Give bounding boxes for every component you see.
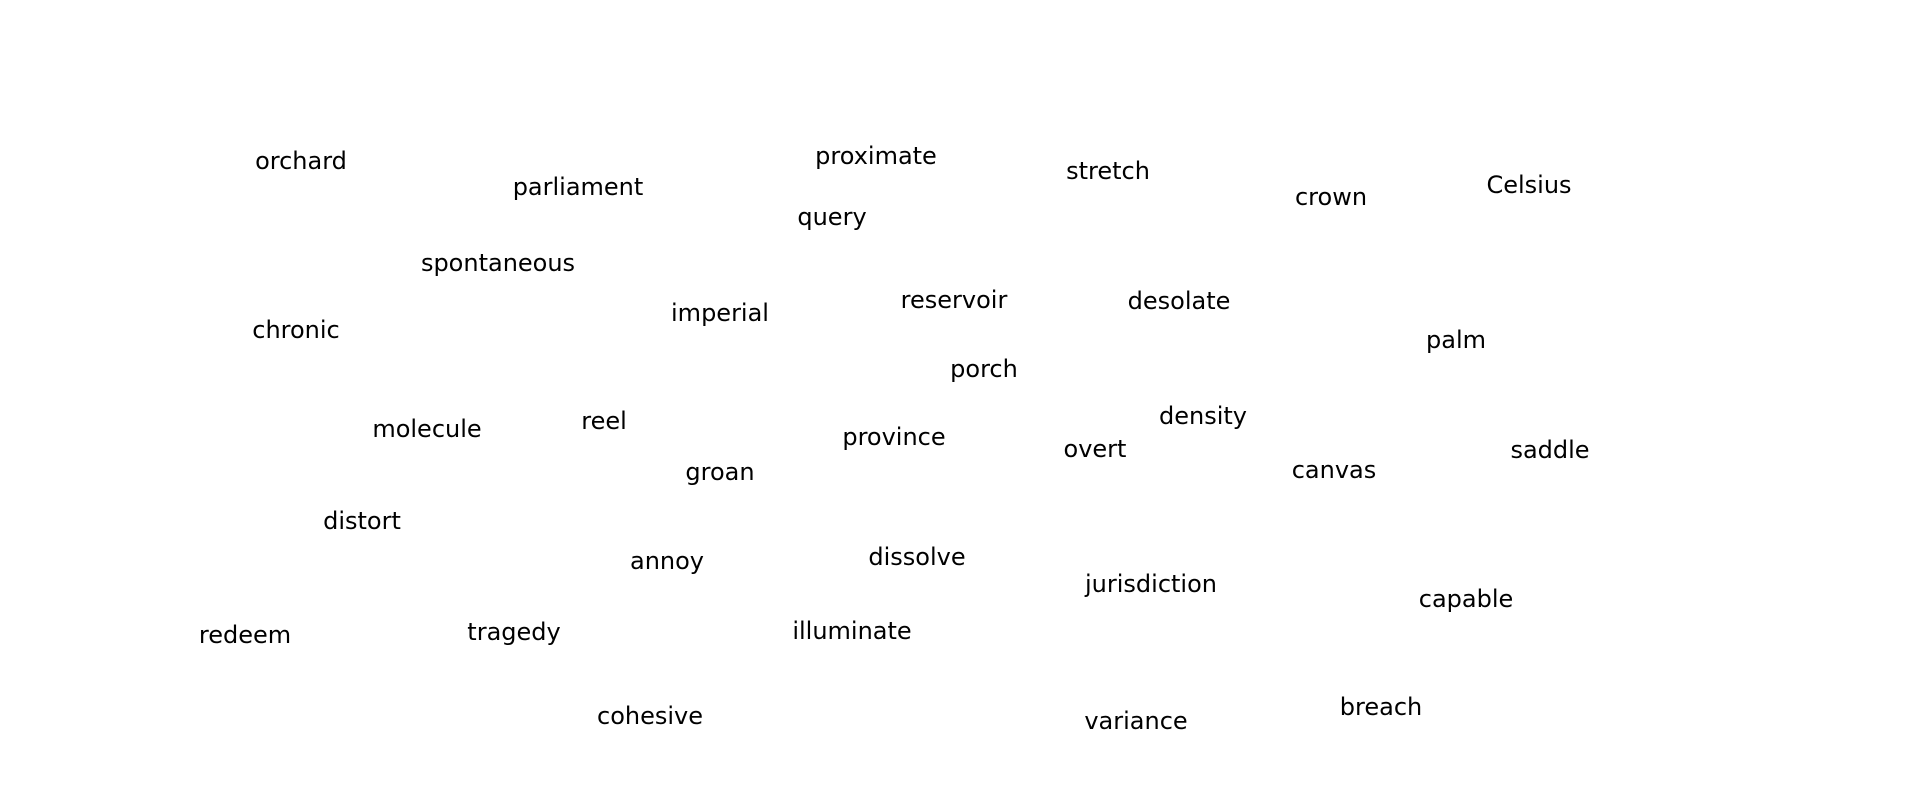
word-celsius: Celsius [1486,171,1572,199]
word-groan: groan [685,458,755,486]
word-parliament: parliament [512,173,644,201]
word-porch: porch [950,355,1018,383]
word-dissolve: dissolve [868,543,966,571]
word-distort: distort [323,507,401,535]
word-cohesive: cohesive [597,702,703,730]
word-crown: crown [1294,183,1368,211]
word-tragedy: tragedy [467,618,561,646]
word-molecule: molecule [372,415,482,443]
word-redeem: redeem [198,621,292,649]
word-variance: variance [1084,707,1188,735]
word-saddle: saddle [1510,436,1590,464]
word-stretch: stretch [1066,157,1150,185]
word-reel: reel [581,407,627,435]
word-desolate: desolate [1127,287,1231,315]
word-density: density [1159,402,1247,430]
word-chronic: chronic [252,316,340,344]
word-imperial: imperial [671,299,769,327]
word-canvas: canvas [1291,456,1377,484]
word-illuminate: illuminate [792,617,912,645]
word-reservoir: reservoir [900,286,1008,314]
word-province: province [842,423,946,451]
word-query: query [797,203,867,231]
word-capable: capable [1418,585,1514,613]
word-orchard: orchard [255,147,347,175]
word-overt: overt [1063,435,1127,463]
word-annoy: annoy [629,547,705,575]
word-proximate: proximate [815,142,937,170]
word-jurisdiction: jurisdiction [1085,570,1217,598]
word-spontaneous: spontaneous [420,249,576,277]
word-breach: breach [1339,693,1423,721]
word-palm: palm [1426,326,1486,354]
